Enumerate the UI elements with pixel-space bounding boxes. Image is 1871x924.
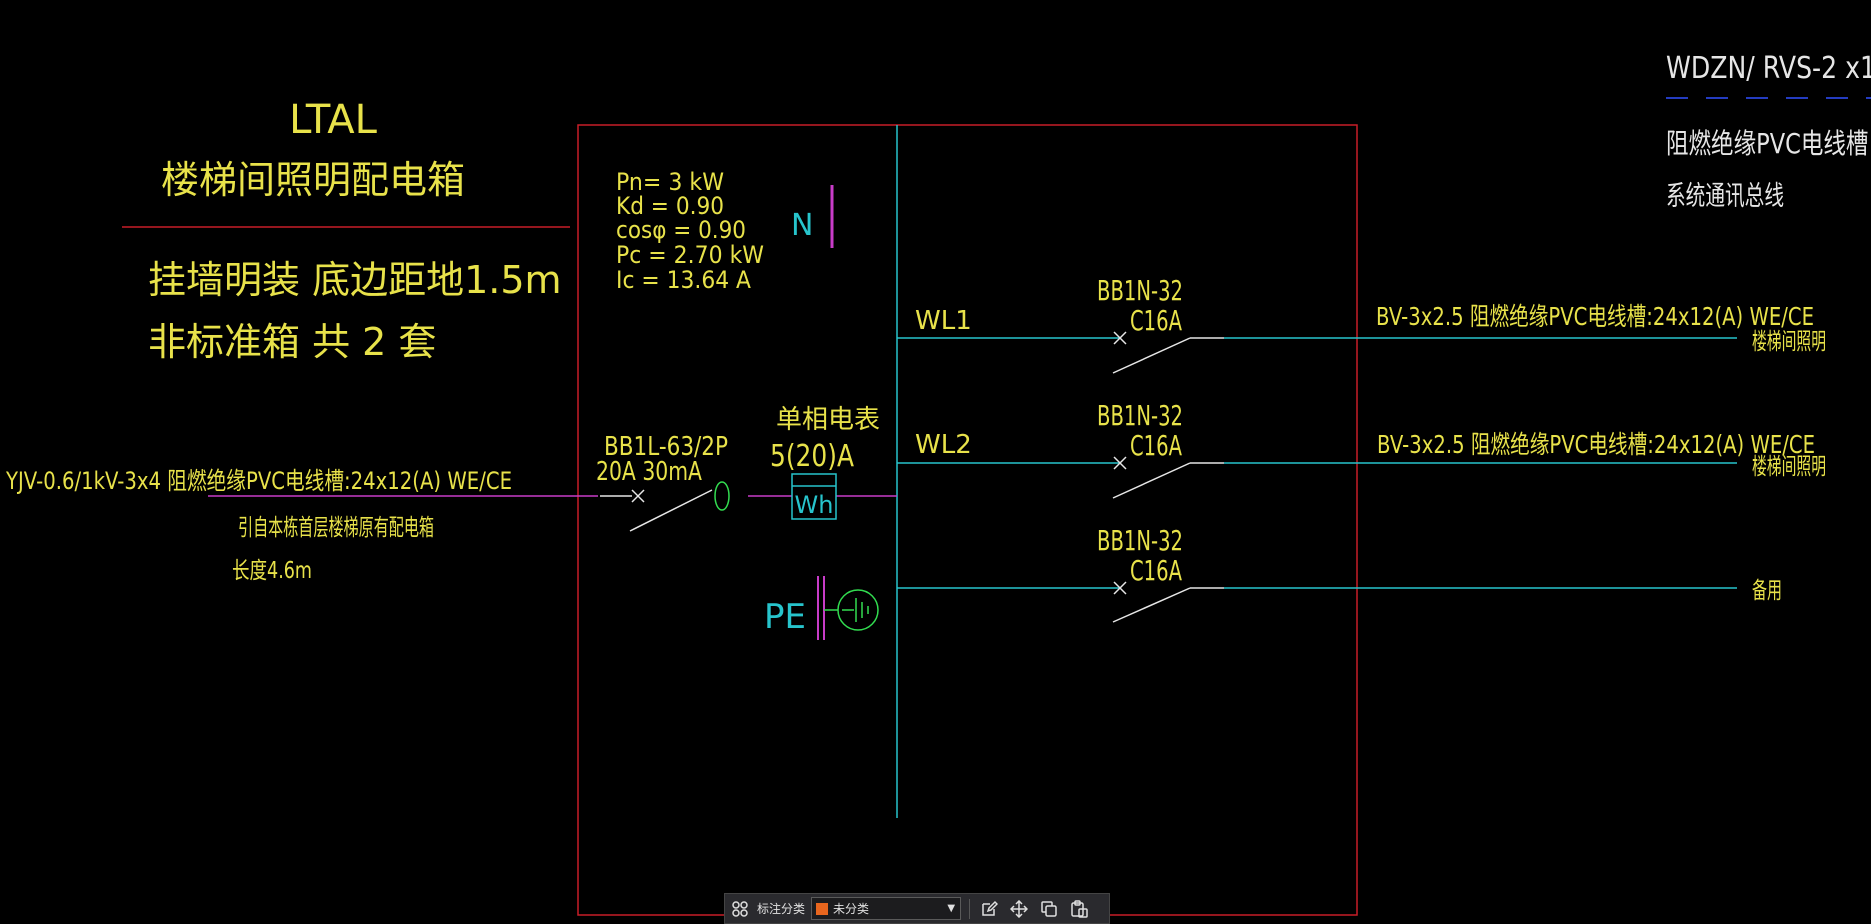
incoming-breaker-model: BB1L-63/2P	[604, 432, 728, 462]
breaker-x-2	[1113, 456, 1127, 470]
circuit-id: WL1	[915, 306, 972, 336]
circuit-wl2[interactable]: WL2 BB1N-32 C16A BV-3x2.5 阻燃绝缘PVC电线槽:24x…	[897, 399, 1826, 499]
legend-comm-cable: WDZN/ RVS-2 x1	[1666, 51, 1871, 86]
move-icon[interactable]	[1004, 893, 1034, 924]
circuit-load: 楼梯间照明	[1752, 329, 1826, 355]
calc-pn: Pn= 3 kW	[616, 168, 724, 196]
box-install: 挂墙明装 底边距地1.5m	[148, 258, 562, 302]
calc-kd: Kd = 0.90	[616, 192, 724, 220]
earth-icon	[824, 589, 879, 631]
category-select[interactable]: 未分类 ▼	[811, 897, 962, 920]
incoming-source: 引自本栋首层楼梯原有配电箱	[238, 515, 434, 541]
circuit-load: 楼梯间照明	[1752, 454, 1826, 480]
rcd-ring	[714, 481, 730, 511]
breaker-x-2	[1113, 331, 1127, 345]
circuit-breaker-model: BB1N-32	[1097, 524, 1183, 557]
circuit-cable: BV-3x2.5 阻燃绝缘PVC电线槽:24x12(A) WE/CE	[1377, 430, 1815, 459]
breaker-x-2	[1113, 581, 1127, 595]
category-label: 标注分类	[757, 902, 806, 916]
circuit-breaker-rating: C16A	[1130, 429, 1182, 462]
neutral-label: N	[791, 208, 813, 243]
meter-name: 单相电表	[776, 405, 880, 435]
incoming-breaker-symbol[interactable]	[598, 481, 748, 537]
circuit-id: WL2	[915, 430, 972, 460]
incoming-length: 长度4.6m	[232, 558, 312, 584]
meter-wh: Wh	[795, 491, 834, 519]
load-calc: Pn= 3 kW Kd = 0.90 cosφ = 0.90 Pc = 2.70…	[616, 168, 764, 294]
incoming-cable: YJV-0.6/1kV-3x4 阻燃绝缘PVC电线槽:24x12(A) WE/C…	[5, 467, 512, 495]
toolbar-separator	[969, 898, 971, 919]
breaker-blade	[1112, 462, 1191, 499]
legend-tray: 阻燃绝缘PVC电线槽:	[1666, 127, 1871, 160]
box-quantity: 非标准箱 共 2 套	[148, 320, 436, 364]
category-color-swatch	[816, 902, 829, 915]
incoming-breaker-rating: 20A 30mA	[596, 457, 702, 487]
circuit-wl1[interactable]: WL1 BB1N-32 C16A BV-3x2.5 阻燃绝缘PVC电线槽:24x…	[897, 274, 1826, 374]
circuit-cable: BV-3x2.5 阻燃绝缘PVC电线槽:24x12(A) WE/CE	[1376, 302, 1814, 331]
circuit-spare[interactable]: BB1N-32 C16A 备用	[897, 524, 1782, 623]
breaker-blade	[1112, 587, 1191, 623]
circuit-breaker-rating: C16A	[1130, 554, 1182, 587]
calc-cos: cosφ = 0.90	[616, 216, 746, 244]
calc-ic: Ic = 13.64 A	[616, 266, 752, 294]
breaker-blade	[1112, 337, 1191, 374]
box-code: LTAL	[289, 97, 377, 143]
earth-label: PE	[764, 597, 806, 637]
grid-icon[interactable]	[725, 893, 755, 924]
meter-symbol[interactable]: Wh	[791, 473, 837, 520]
legend-bus: 系统通讯总线	[1666, 181, 1784, 212]
box-name: 楼梯间照明配电箱	[161, 158, 465, 202]
calc-pc: Pc = 2.70 kW	[616, 241, 764, 269]
annotation-toolbar: 标注分类 未分类 ▼	[724, 893, 1110, 924]
category-value: 未分类	[833, 902, 870, 916]
chevron-down-icon: ▼	[947, 903, 956, 914]
circuit-breaker-model: BB1N-32	[1097, 399, 1183, 432]
circuit-load: 备用	[1752, 578, 1782, 604]
copy-icon[interactable]	[1034, 893, 1064, 924]
paste-icon[interactable]	[1064, 893, 1094, 924]
circuit-breaker-rating: C16A	[1130, 304, 1182, 337]
edit-icon[interactable]	[974, 893, 1004, 924]
meter-rating: 5(20)A	[770, 439, 854, 474]
circuit-breaker-model: BB1N-32	[1097, 274, 1183, 307]
